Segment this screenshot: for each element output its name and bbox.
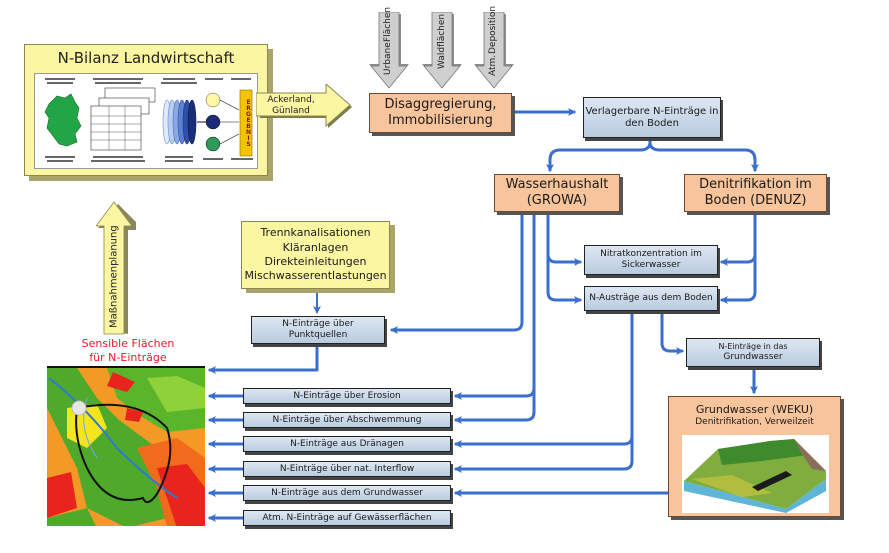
down-arrow-icon xyxy=(474,11,514,89)
node-gw-input-line2: Grundwasser xyxy=(723,351,783,362)
terrain-3d-graphic xyxy=(684,439,826,513)
sensitive-areas-label: Sensible Flächen für N-Einträge xyxy=(68,337,188,365)
node-nitrat-line2: Sickerwasser xyxy=(621,260,681,270)
node-growa-line2: (GROWA) xyxy=(526,193,588,208)
flow-austraege-to-interflow xyxy=(454,434,634,473)
flow-movable-to-denuz xyxy=(648,140,759,172)
node-wasserhaushalt-growa[interactable]: Wasserhaushalt (GROWA) xyxy=(494,174,620,212)
pathway-label: Atm. N-Einträge auf Gewässerflächen xyxy=(262,512,432,523)
flow-movable-to-growa xyxy=(546,136,652,172)
node-weku-title: Grundwasser (WEKU) xyxy=(695,403,814,416)
arrow-ackerland-line1: Ackerland, xyxy=(267,95,315,105)
terrain-block-image xyxy=(682,435,829,513)
node-denuz-line1: Denitrifikation im xyxy=(699,177,812,193)
sources-line2: Kläranlagen xyxy=(282,240,349,254)
germany-map-icon xyxy=(44,93,82,147)
arrow-ackerland-line2: Günland xyxy=(272,105,310,116)
sources-line1: Trennkanalisationen xyxy=(260,226,371,240)
node-n-eintraege-punktquellen[interactable]: N-Einträge über Punktquellen xyxy=(251,316,385,344)
catchment-map-graphic xyxy=(47,368,205,526)
node-verlagerbare-eintraege[interactable]: Verlagerbare N-Einträge in den Boden xyxy=(583,97,721,138)
pathway-label: N-Einträge über Erosion xyxy=(293,390,401,401)
node-verlagerbare-line1: Verlagerbare N-Einträge in xyxy=(585,105,719,117)
arrow-wald-line1: Waldflächen xyxy=(437,13,447,69)
pathway-atm-gewaesser[interactable]: Atm. N-Einträge auf Gewässerflächen xyxy=(243,510,451,526)
flow-denuz-to-austraege xyxy=(720,252,757,304)
pathway-label: N-Einträge über Abschwemmung xyxy=(272,414,422,425)
node-disaggregierung-line1: Disaggregierung, xyxy=(384,97,497,113)
node-denitrifikation-denuz[interactable]: Denitrifikation im Boden (DENUZ) xyxy=(684,174,827,212)
arrow-urbane-line2: Flächen xyxy=(383,7,394,43)
arrow-massnahmenplanung: Maßnahmenplanung xyxy=(95,200,136,336)
sources-line3: Direkteinleitungen xyxy=(264,255,367,268)
arrow-massnahmenplanung-label: Maßnahmenplanung xyxy=(108,225,120,329)
panel-title: N-Bilanz Landwirtschaft xyxy=(57,49,235,67)
down-arrow-icon xyxy=(422,11,462,89)
node-austraege-line1: N-Austräge aus dem Boden xyxy=(589,293,713,304)
pathway-label: N-Einträge über nat. Interflow xyxy=(279,463,415,474)
node-nitrat-line1: Nitratkonzentration im xyxy=(600,249,702,260)
node-nitratkonzentration[interactable]: Nitratkonzentration im Sickerwasser xyxy=(584,245,718,275)
pathway-grundwasser[interactable]: N-Einträge aus dem Grundwasser xyxy=(243,485,451,501)
node-n-eintraege-grundwasser[interactable]: N-Einträge in das Grundwasser xyxy=(686,338,820,367)
sensitive-areas-map[interactable] xyxy=(47,366,205,526)
n-bilanz-panel[interactable]: N-Bilanz Landwirtschaft xyxy=(24,44,268,176)
sensitive-line2: für N-Einträge xyxy=(89,350,167,364)
pathway-label: N-Einträge aus dem Grundwasser xyxy=(271,487,423,498)
node-disaggregierung[interactable]: Disaggregierung, Immobilisierung xyxy=(369,93,512,133)
node-grundwasser-weku[interactable]: Grundwasser (WEKU) Denitrifikation, Verw… xyxy=(668,396,841,517)
pathway-label: N-Einträge aus Dränagen xyxy=(290,438,404,449)
arrow-urbane-flaechen: Urbane Flächen xyxy=(365,7,413,92)
flow-austraege-to-gw-input xyxy=(660,308,684,355)
arrow-urbane-line1: Urbane xyxy=(383,42,394,75)
node-weku-subtitle: Denitrifikation, Verweilzeit xyxy=(695,417,814,428)
flow-growa-to-punktquellen xyxy=(390,210,524,334)
arrow-ackerland: Ackerland, Günland xyxy=(255,82,356,130)
down-arrow-icon xyxy=(369,11,409,89)
node-denuz-line2: Boden (DENUZ) xyxy=(704,193,807,208)
flow-growa-to-austraege xyxy=(546,252,582,304)
arrow-atm-line1: Atm. xyxy=(488,54,499,76)
result-label: ERGEBNIS xyxy=(245,99,252,147)
arrow-waldflaechen: Waldflächen xyxy=(418,11,466,92)
pathway-erosion[interactable]: N-Einträge über Erosion xyxy=(243,388,451,404)
flow-growa-to-nitrat xyxy=(546,210,582,266)
right-arrow-icon xyxy=(255,82,352,128)
pathway-draenagen[interactable]: N-Einträge aus Dränagen xyxy=(243,436,451,452)
node-punktquellen-sources[interactable]: Trennkanalisationen Kläranlagen Direktei… xyxy=(241,221,390,289)
arrow-atm-line2: Deposition xyxy=(488,6,499,55)
punktquellen-line1: N-Einträge über xyxy=(282,319,354,330)
node-disaggregierung-line2: Immobilisierung xyxy=(388,113,493,128)
panel-flowchart-graphic xyxy=(44,78,253,162)
node-gw-input-line1: N-Einträge in das xyxy=(718,342,788,352)
flow-denuz-to-nitrat xyxy=(720,210,757,266)
arrow-atm-deposition: Atm. Deposition xyxy=(470,6,518,92)
up-arrow-icon xyxy=(95,201,136,335)
punktquellen-line2: Punktquellen xyxy=(288,330,348,340)
flow-punktquellen-to-map xyxy=(208,341,319,374)
node-growa-line1: Wasserhaushalt xyxy=(505,177,609,193)
node-n-austraege-boden[interactable]: N-Austräge aus dem Boden xyxy=(584,286,718,311)
node-verlagerbare-line2: den Boden xyxy=(625,117,679,129)
pathway-abschwemmung[interactable]: N-Einträge über Abschwemmung xyxy=(243,412,451,428)
pathway-interflow[interactable]: N-Einträge über nat. Interflow xyxy=(243,461,451,477)
sensitive-line1: Sensible Flächen xyxy=(81,337,175,350)
sources-line4: Mischwasserentlastungen xyxy=(244,269,387,283)
flow-growa-to-abschwemmung xyxy=(454,386,536,424)
panel-flowchart-image: ERGEBNIS xyxy=(34,73,258,169)
